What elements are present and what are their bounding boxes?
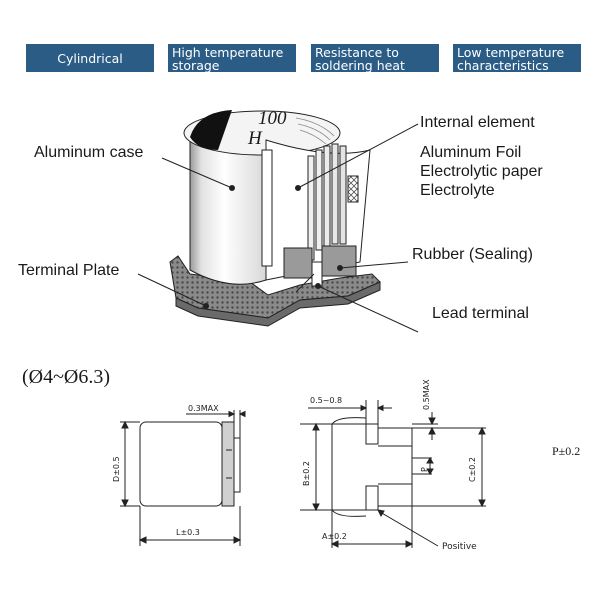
rubber-sealing-label: Rubber (Sealing) xyxy=(412,246,533,263)
feature-badge-soldering-heat: Resistance to soldering heat xyxy=(311,44,439,72)
pitch-label: P±0.2 xyxy=(552,444,581,458)
bottom-c-label: C±0.2 xyxy=(468,456,477,482)
feature-badge-line-2: characteristics xyxy=(457,58,549,73)
side-length-label: L±0.3 xyxy=(176,528,200,537)
terminal-plate-label: Terminal Plate xyxy=(18,262,120,279)
side-diameter-label: D±0.5 xyxy=(112,456,121,482)
bottom-max-height-label: 0.5MAX xyxy=(422,379,431,410)
feature-badge-low-temperature: Low temperature characteristics xyxy=(453,44,581,72)
feature-badge-line-2: storage xyxy=(172,58,220,73)
top-marking-letter: H xyxy=(248,128,262,149)
feature-badge-line-1: Resistance to xyxy=(315,45,399,60)
feature-badge-cylindrical: Cylindrical xyxy=(26,44,154,72)
internal-element-label: Internal element xyxy=(420,114,535,131)
bottom-view-drawing xyxy=(300,400,486,548)
bottom-p-label: P xyxy=(420,467,429,472)
aluminum-case-label: Aluminum case xyxy=(34,144,144,161)
bottom-a-label: A±0.2 xyxy=(322,532,347,541)
bottom-b-label: B±0.2 xyxy=(302,461,311,486)
internal-parts-list: Aluminum Foil Electrolytic paper Electro… xyxy=(420,143,543,200)
size-range-label: (Ø4~Ø6.3) xyxy=(22,366,111,388)
side-view-drawing xyxy=(120,410,246,546)
feature-badge-high-temperature: High temperature storage xyxy=(168,44,296,72)
feature-badge-line-1: Low temperature xyxy=(457,45,565,60)
bottom-terminal-gap-label: 0.5~0.8 xyxy=(310,396,343,405)
feature-badge-label: Cylindrical xyxy=(57,50,123,66)
feature-badge-line-1: High temperature xyxy=(172,45,284,60)
internal-part-electrolytic-paper: Electrolytic paper xyxy=(420,163,543,180)
feature-badge-line-2: soldering heat xyxy=(315,58,405,73)
callout-lines xyxy=(137,123,419,333)
top-marking-value: 100 xyxy=(258,108,287,129)
internal-cutaway xyxy=(261,139,371,293)
internal-part-aluminum-foil: Aluminum Foil xyxy=(420,144,522,161)
positive-label: Positive xyxy=(442,542,477,552)
internal-part-electrolyte: Electrolyte xyxy=(420,182,495,199)
lead-terminal-label: Lead terminal xyxy=(432,305,529,322)
side-max-protrusion-label: 0.3MAX xyxy=(188,404,219,413)
